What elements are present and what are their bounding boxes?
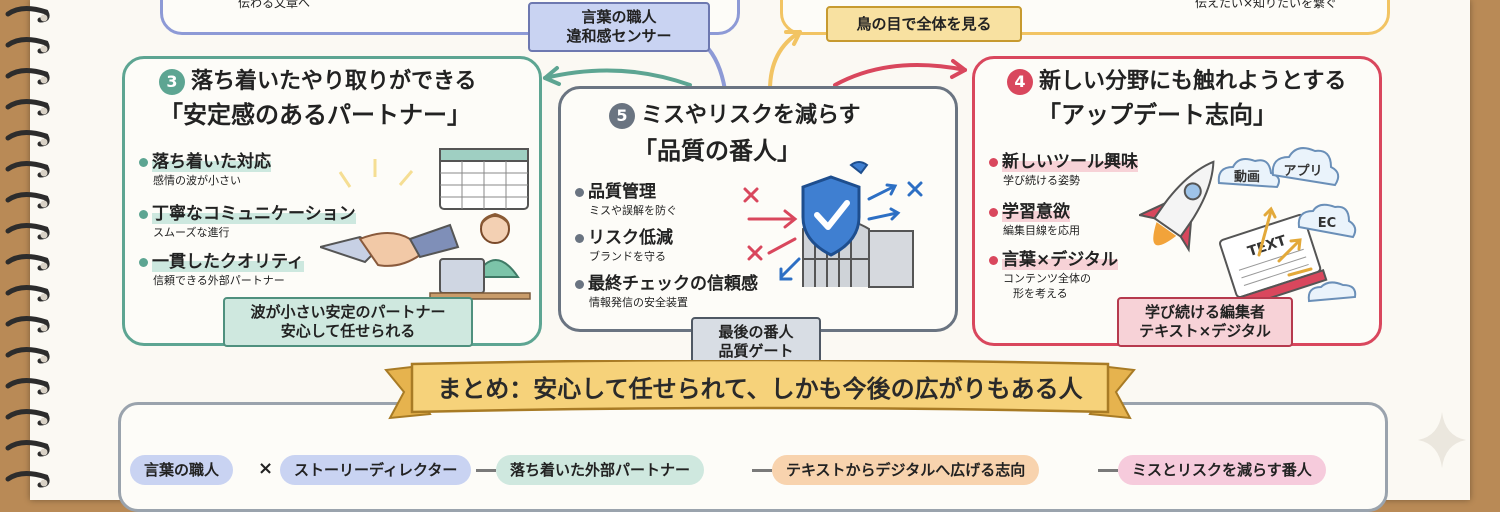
- pill-connector: [752, 469, 772, 472]
- binding-hole: [40, 231, 48, 239]
- binding-hole: [40, 448, 48, 456]
- cloud-label-app: アプリ: [1283, 164, 1322, 179]
- summary-banner-text: まとめ：安心して任せられて、しかも今後の広がりもある人: [437, 375, 1083, 403]
- list-item: リスク低減 ブランドを守る: [575, 227, 673, 264]
- binding-hole: [40, 293, 48, 301]
- summary-pill-story-director: ストーリーディレクター: [280, 455, 472, 485]
- cloud-label-video: 動画: [1234, 169, 1260, 185]
- binding-hole: [40, 169, 48, 177]
- card-5-tag: 最後の番人 品質ゲート: [691, 317, 821, 367]
- card-4-number-badge: 4: [1007, 69, 1033, 95]
- cloud-label-ec: EC: [1318, 216, 1336, 231]
- binding-hole: [40, 14, 48, 22]
- pill-separator: ×: [258, 458, 274, 479]
- card-5-number-badge: 5: [609, 103, 635, 129]
- list-item: 学習意欲 編集目線を応用: [989, 201, 1080, 238]
- binding-hole: [40, 107, 48, 115]
- card-1-fragment: 伝わる文章へ: [238, 0, 311, 10]
- list-item: 落ち着いた対応 感情の波が小さい: [139, 151, 271, 188]
- handshake-illustration: [320, 148, 531, 300]
- tag-birds-eye: 鳥の目で全体を見る: [826, 6, 1022, 42]
- summary-banner: まとめ：安心して任せられて、しかも今後の広がりもある人: [380, 360, 1140, 422]
- summary-pill-text-to-digital: テキストからデジタルへ広げる志向: [772, 455, 1040, 485]
- binding-hole: [40, 417, 48, 425]
- binding-hole: [40, 76, 48, 84]
- list-item: 言葉×デジタル コンテンツ全体の 形を考える: [989, 249, 1118, 301]
- binding-hole: [40, 479, 48, 487]
- binding-hole: [40, 355, 48, 363]
- sparkle-icon: [1418, 412, 1466, 468]
- rocket-book-illustration: TEXT 動画 アプリ EC: [1139, 147, 1357, 311]
- summary-pill-risk-guardian: ミスとリスクを減らす番人: [1118, 455, 1326, 485]
- pill-connector: [476, 469, 496, 472]
- pill-connector: [1098, 469, 1118, 472]
- summary-pill-word-craftsman: 言葉の職人: [130, 455, 234, 485]
- list-item: 一貫したクオリティ 信頼できる外部パートナー: [139, 251, 304, 288]
- binding-hole: [40, 45, 48, 53]
- spiral-binding: [5, 6, 50, 488]
- shield-gate-illustration: [743, 161, 923, 288]
- tag-word-craftsman: 言葉の職人 違和感センサー: [528, 2, 710, 52]
- binding-hole: [40, 262, 48, 270]
- binding-hole: [40, 138, 48, 146]
- summary-pill-calm-partner: 落ち着いた外部パートナー: [496, 455, 705, 485]
- binding-hole: [40, 324, 48, 332]
- list-item: 丁寧なコミュニケーション スムーズな進行: [139, 203, 356, 240]
- card-2-fragment: 伝えたい×知りたいを繋ぐ: [1195, 0, 1338, 10]
- list-item: 品質管理 ミスや誤解を防ぐ: [575, 181, 677, 218]
- binding-hole: [40, 386, 48, 394]
- list-item: 最終チェックの信頼感 情報発信の安全装置: [575, 273, 758, 310]
- binding-hole: [40, 200, 48, 208]
- card-3-tag: 波が小さい安定のパートナー 安心して任せられる: [223, 297, 473, 347]
- card-4-tag: 学び続ける編集者 テキスト×デジタル: [1117, 297, 1293, 347]
- card-3-number-badge: 3: [159, 69, 185, 95]
- list-item: 新しいツール興味 学び続ける姿勢: [989, 151, 1138, 188]
